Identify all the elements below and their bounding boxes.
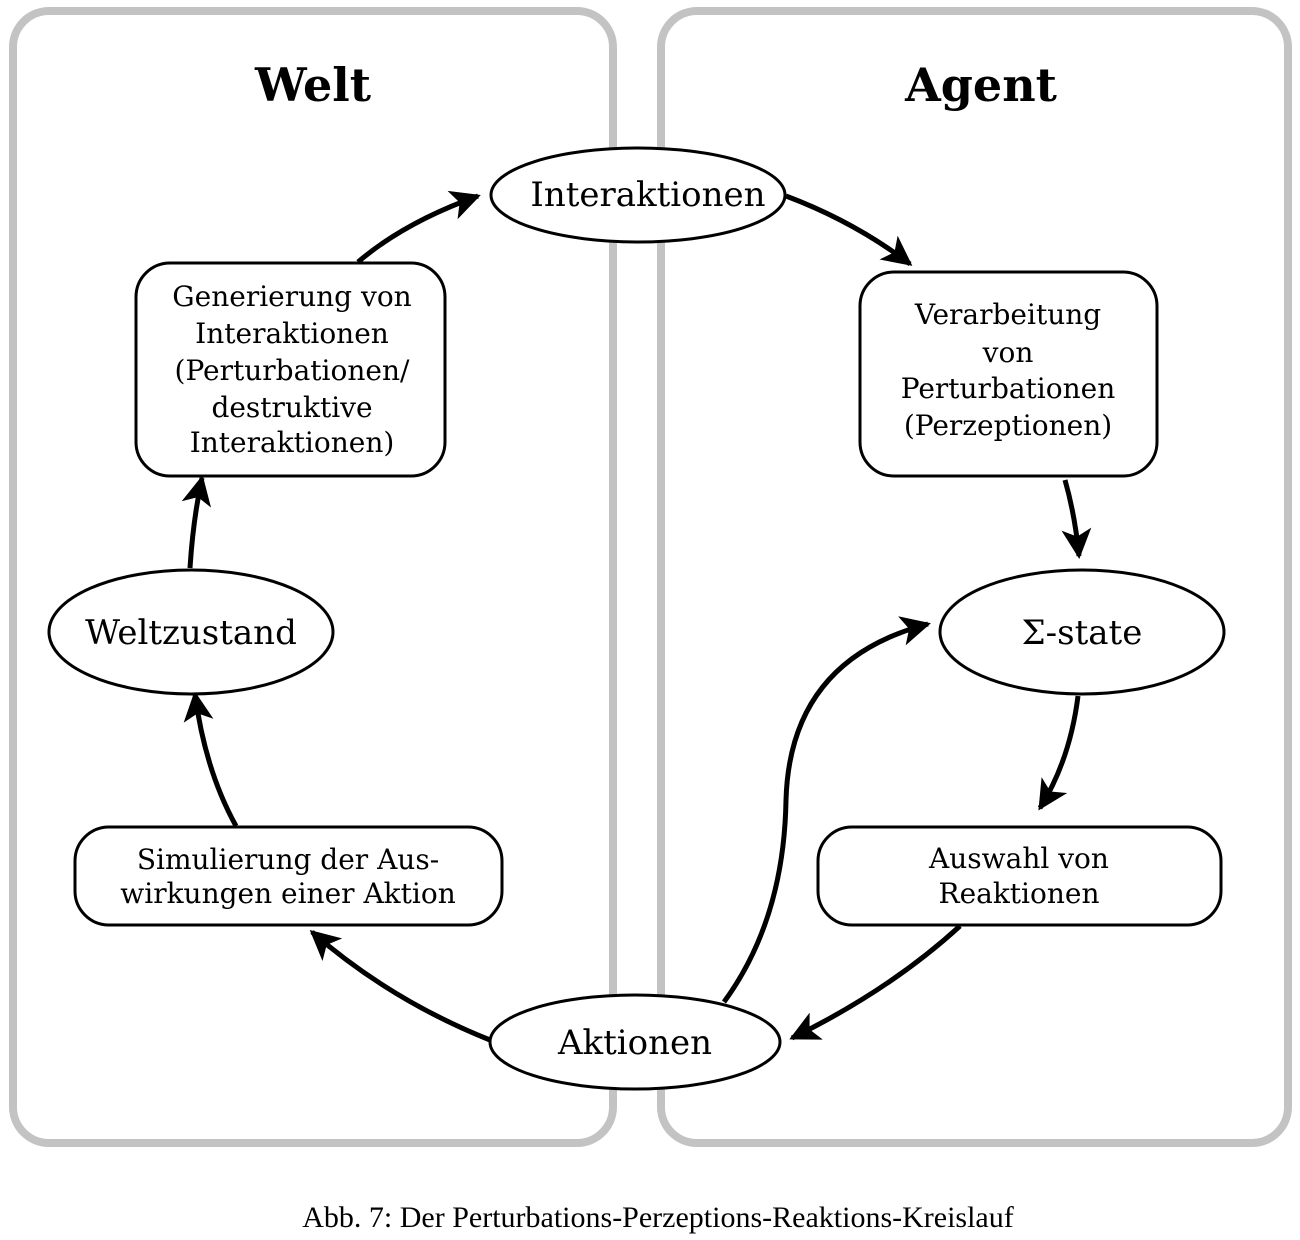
node-weltzustand-label: Weltzustand (85, 613, 297, 653)
node-auswahl-line: Reaktionen (938, 877, 1099, 910)
agent-panel-title: Agent (904, 58, 1058, 112)
node-verarbeitung-line: (Perzeptionen) (904, 409, 1112, 442)
node-verarbeitung-line: Verarbeitung (914, 298, 1101, 331)
world-panel-title: Welt (254, 58, 372, 112)
figure-caption: Abb. 7: Der Perturbations-Perzeptions-Re… (302, 1201, 1014, 1234)
node-sigma-state: Σ-state (938, 568, 1226, 696)
node-verarbeitung-line: von (982, 336, 1034, 369)
node-generierung-line: (Perturbationen/ (175, 354, 410, 387)
node-aktionen-label: Aktionen (557, 1023, 712, 1063)
node-generierung-line: destruktive (211, 391, 372, 424)
edge-simulierung-to-weltzustand (183, 691, 239, 828)
node-generierung: Generierung von Interaktionen (Perturbat… (134, 261, 447, 478)
node-verarbeitung: Verarbeitung von Perturbationen (Perzept… (858, 270, 1159, 478)
node-auswahl: Auswahl von Reaktionen (816, 825, 1223, 927)
node-interaktionen-label: Interaktionen (530, 175, 765, 215)
node-auswahl-line: Auswahl von (928, 842, 1109, 875)
node-verarbeitung-line: Perturbationen (901, 372, 1116, 405)
node-interaktionen: Interaktionen (489, 146, 787, 244)
agent-panel (657, 7, 1292, 1147)
node-simulierung-line: Simulierung der Aus- (137, 843, 439, 876)
edge-verarbeitung-to-sigma (1061, 479, 1092, 559)
edge-generierung-to-interaktionen (356, 190, 481, 264)
node-simulierung-line: wirkungen einer Aktion (120, 877, 455, 910)
edge-aktionen-to-simulierung (309, 930, 491, 1043)
node-sigma-state-label: Σ-state (1022, 613, 1143, 653)
edge-weltzustand-to-generierung (181, 475, 212, 569)
edge-auswahl-to-aktionen (789, 924, 962, 1041)
world-panel (9, 7, 617, 1147)
node-generierung-line: Interaktionen (195, 317, 389, 350)
edge-aktionen-to-sigma (721, 616, 931, 1004)
node-weltzustand: Weltzustand (47, 568, 335, 696)
node-generierung-line: Generierung von (172, 280, 411, 313)
node-generierung-line: Interaktionen) (190, 426, 395, 459)
edge-interaktionen-to-verarbeitung (785, 193, 913, 266)
node-aktionen: Aktionen (488, 993, 782, 1091)
node-simulierung: Simulierung der Aus- wirkungen einer Akt… (73, 825, 504, 927)
edge-sigma-to-auswahl (1037, 695, 1081, 811)
